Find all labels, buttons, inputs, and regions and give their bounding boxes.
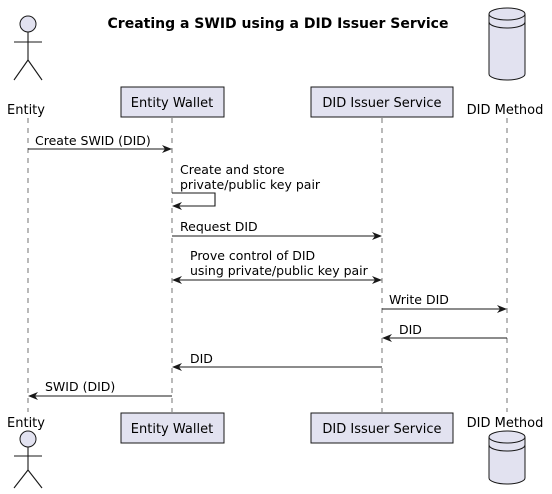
actor-entity-bottom: Entity	[7, 416, 45, 489]
participant-did-issuer-service-top: DID Issuer Service	[310, 86, 454, 118]
arrow-head	[172, 276, 182, 284]
participant-entity-wallet-bottom: Entity Wallet	[120, 412, 225, 444]
participant-label: Entity Wallet	[131, 422, 213, 437]
arrow-head	[162, 145, 172, 153]
actor-label: Entity	[7, 103, 45, 118]
message-label: Write DID	[389, 292, 449, 307]
message-label: private/public key pair	[180, 177, 321, 192]
database-did-method-top: DID Method	[467, 7, 544, 118]
database-label: DID Method	[467, 416, 544, 431]
arrow-head	[172, 363, 182, 371]
participant-label: DID Issuer Service	[322, 422, 441, 437]
participant-label: Entity Wallet	[131, 96, 213, 111]
message-label: using private/public key pair	[190, 263, 369, 278]
message-label: Request DID	[180, 219, 258, 234]
message-label: DID	[399, 322, 422, 337]
message-request-did: Request DID	[172, 219, 382, 240]
message-create-swid: Create SWID (DID)	[28, 133, 172, 153]
message-create-and-store-key-pair: Create and store private/public key pair	[172, 162, 321, 210]
message-did-from-method: DID	[382, 322, 507, 342]
arrow-head	[172, 202, 182, 210]
message-label: Create SWID (DID)	[35, 133, 151, 148]
arrow-head	[497, 305, 507, 313]
actor-label: Entity	[7, 416, 45, 431]
participant-entity-wallet-top: Entity Wallet	[120, 86, 225, 118]
arrow-head	[28, 392, 38, 400]
actor-entity-top: Entity	[7, 15, 45, 118]
arrow-head	[382, 334, 392, 342]
message-label: DID	[190, 351, 213, 366]
actor-icon	[13, 430, 43, 489]
message-label: SWID (DID)	[45, 379, 115, 394]
database-icon	[488, 430, 526, 485]
arrow-head	[372, 232, 382, 240]
message-prove-control-of-did: Prove control of DID using private/publi…	[172, 248, 382, 284]
message-label: Create and store	[180, 162, 285, 177]
diagram-title: Creating a SWID using a DID Issuer Servi…	[108, 16, 449, 32]
actor-icon	[13, 15, 43, 81]
message-label: Prove control of DID	[190, 248, 315, 263]
database-icon	[488, 7, 526, 81]
arrow-head	[372, 276, 382, 284]
lifelines	[27, 118, 508, 412]
message-swid-to-entity: SWID (DID)	[28, 379, 172, 400]
message-write-did: Write DID	[382, 292, 507, 313]
participant-label: DID Issuer Service	[322, 96, 441, 111]
message-did-to-wallet: DID	[172, 351, 382, 371]
participant-did-issuer-service-bottom: DID Issuer Service	[310, 412, 454, 444]
database-label: DID Method	[467, 103, 544, 118]
database-did-method-bottom: DID Method	[467, 416, 544, 485]
